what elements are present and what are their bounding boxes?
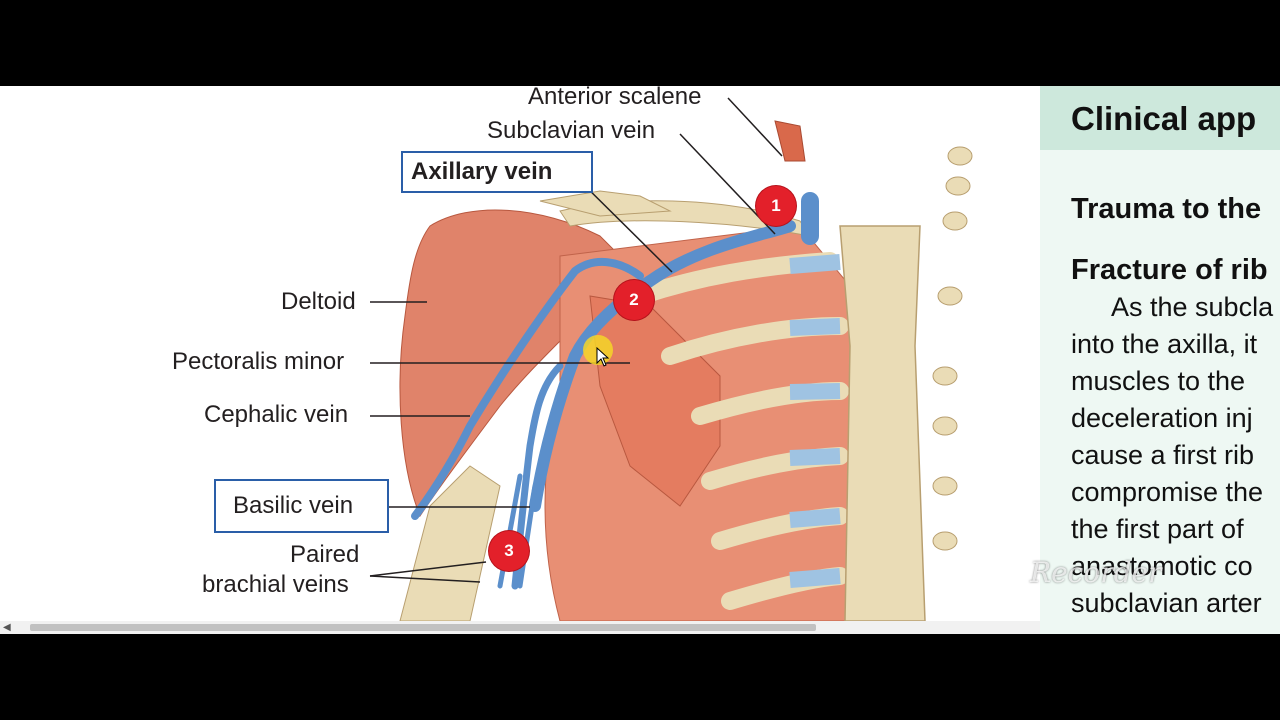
scroll-left-arrow-icon[interactable]: ◀ — [3, 622, 11, 633]
label-axillary-vein-text: Axillary vein — [411, 158, 553, 185]
marker-1: 1 — [756, 186, 796, 226]
panel-header: Clinical app — [1040, 86, 1280, 150]
anatomy-figure: Anterior scalene Subclavian vein Axillar… — [0, 86, 1040, 621]
mouse-pointer-icon — [596, 347, 610, 367]
scrollbar-thumb[interactable] — [30, 624, 816, 631]
label-pectoralis-minor: Pectoralis minor — [172, 348, 345, 375]
shoulder-anatomy-illustration — [369, 97, 973, 621]
panel-text-line: anastomotic co — [1071, 551, 1253, 581]
panel-heading-fracture: Fracture of rib — [1071, 254, 1268, 286]
panel-heading-trauma: Trauma to the — [1071, 193, 1262, 225]
horizontal-scrollbar[interactable]: ◀ — [0, 621, 1040, 634]
panel-text-line: compromise the — [1071, 477, 1264, 507]
panel-text-line: deceleration inj — [1071, 403, 1253, 433]
label-axillary-vein: Axillary vein — [401, 151, 593, 193]
label-deltoid: Deltoid — [281, 288, 356, 315]
label-anterior-scalene: Anterior scalene — [528, 86, 702, 110]
content-viewport: Anterior scalene Subclavian vein Axillar… — [0, 86, 1280, 634]
recorder-watermark: Recorder — [1030, 556, 1162, 589]
clinical-app-panel: Clinical app Trauma to the Fracture of r… — [1040, 86, 1280, 634]
label-basilic-vein-text: Basilic vein — [233, 492, 354, 519]
label-cephalic-vein: Cephalic vein — [204, 401, 349, 428]
marker-2: 2 — [614, 280, 654, 320]
label-paired-brachial-veins-2: brachial veins — [202, 571, 349, 598]
panel-text-line: subclavian arter — [1071, 588, 1262, 618]
label-paired-brachial-veins-1: Paired — [290, 541, 360, 568]
panel-text-line: As the subcla — [1111, 292, 1274, 322]
panel-text-line: cause a first rib — [1071, 440, 1255, 470]
panel-text-line: the first part of — [1071, 514, 1244, 544]
label-subclavian-vein: Subclavian vein — [487, 117, 656, 144]
panel-text-line: into the axilla, it — [1071, 329, 1258, 359]
panel-text-line: muscles to the — [1071, 366, 1246, 396]
marker-3: 3 — [489, 531, 529, 571]
panel-title: Clinical app — [1071, 100, 1257, 137]
label-basilic-vein: Basilic vein — [214, 479, 389, 533]
